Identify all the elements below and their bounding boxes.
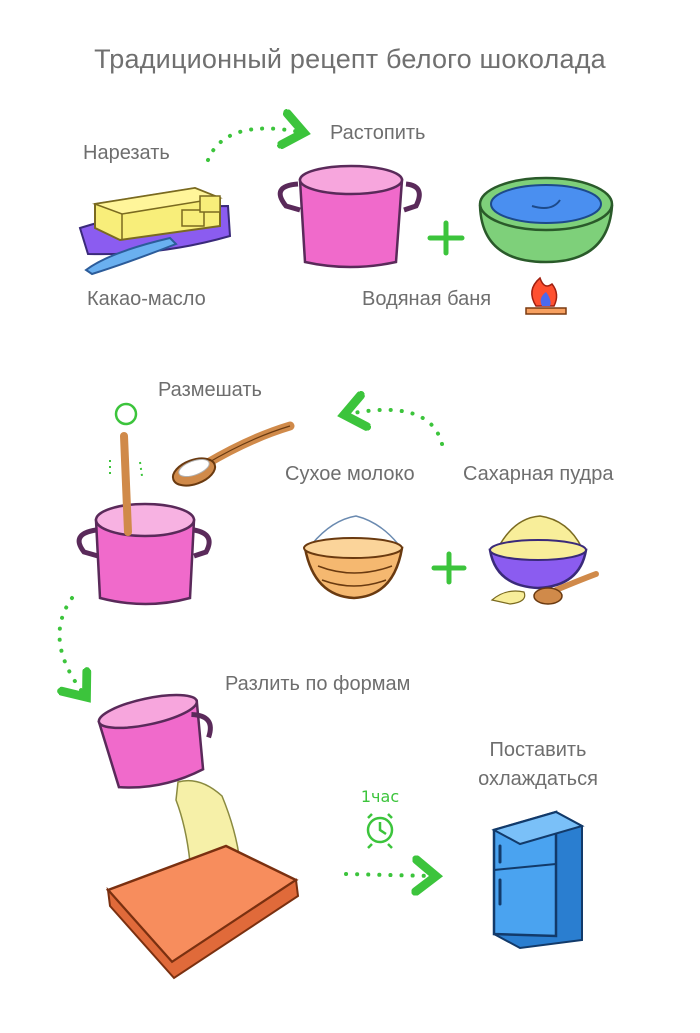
powdered-sugar-bowl-icon bbox=[488, 515, 599, 605]
arrow-cut-to-melt bbox=[206, 129, 300, 162]
melting-pot-icon bbox=[277, 164, 422, 269]
arrow-to-pour bbox=[60, 596, 85, 694]
stir-motion-icon bbox=[114, 402, 138, 426]
dry-milk-bowl-icon bbox=[303, 515, 404, 600]
label-stir: Размешать bbox=[158, 379, 262, 401]
spoon-icon bbox=[171, 421, 295, 487]
label-powdered-sugar: Сахарная пудра bbox=[463, 463, 614, 485]
chocolate-mold-icon bbox=[105, 844, 300, 980]
timer-label: 1час bbox=[361, 787, 399, 806]
label-melt: Растопить bbox=[330, 122, 426, 144]
page-title: Традиционный рецепт белого шоколада bbox=[94, 44, 606, 74]
label-water-bath: Водяная баня bbox=[362, 288, 492, 310]
fire-icon bbox=[525, 276, 567, 315]
stirring-pot-icon bbox=[76, 402, 212, 606]
plus-icon-1 bbox=[427, 220, 465, 256]
label-pour: Разлить по формам bbox=[225, 673, 411, 695]
plus-icon-2 bbox=[431, 551, 467, 585]
label-cool-line1: Поставить bbox=[489, 739, 587, 761]
arrow-to-stir bbox=[348, 410, 444, 446]
label-cool: Поставить охлаждаться bbox=[448, 736, 628, 794]
arrow-to-fridge bbox=[344, 874, 432, 876]
label-cocoa-butter: Какао-масло bbox=[87, 288, 206, 310]
label-cool-line2: охлаждаться bbox=[478, 768, 598, 790]
cocoa-butter-icon bbox=[78, 186, 232, 276]
water-bowl-icon bbox=[478, 176, 614, 264]
alarm-clock-icon bbox=[366, 813, 394, 849]
pouring-pot-icon bbox=[97, 693, 213, 789]
refrigerator-icon bbox=[491, 810, 585, 950]
label-cut: Нарезать bbox=[83, 142, 170, 164]
label-dry-milk: Сухое молоко bbox=[285, 463, 415, 485]
